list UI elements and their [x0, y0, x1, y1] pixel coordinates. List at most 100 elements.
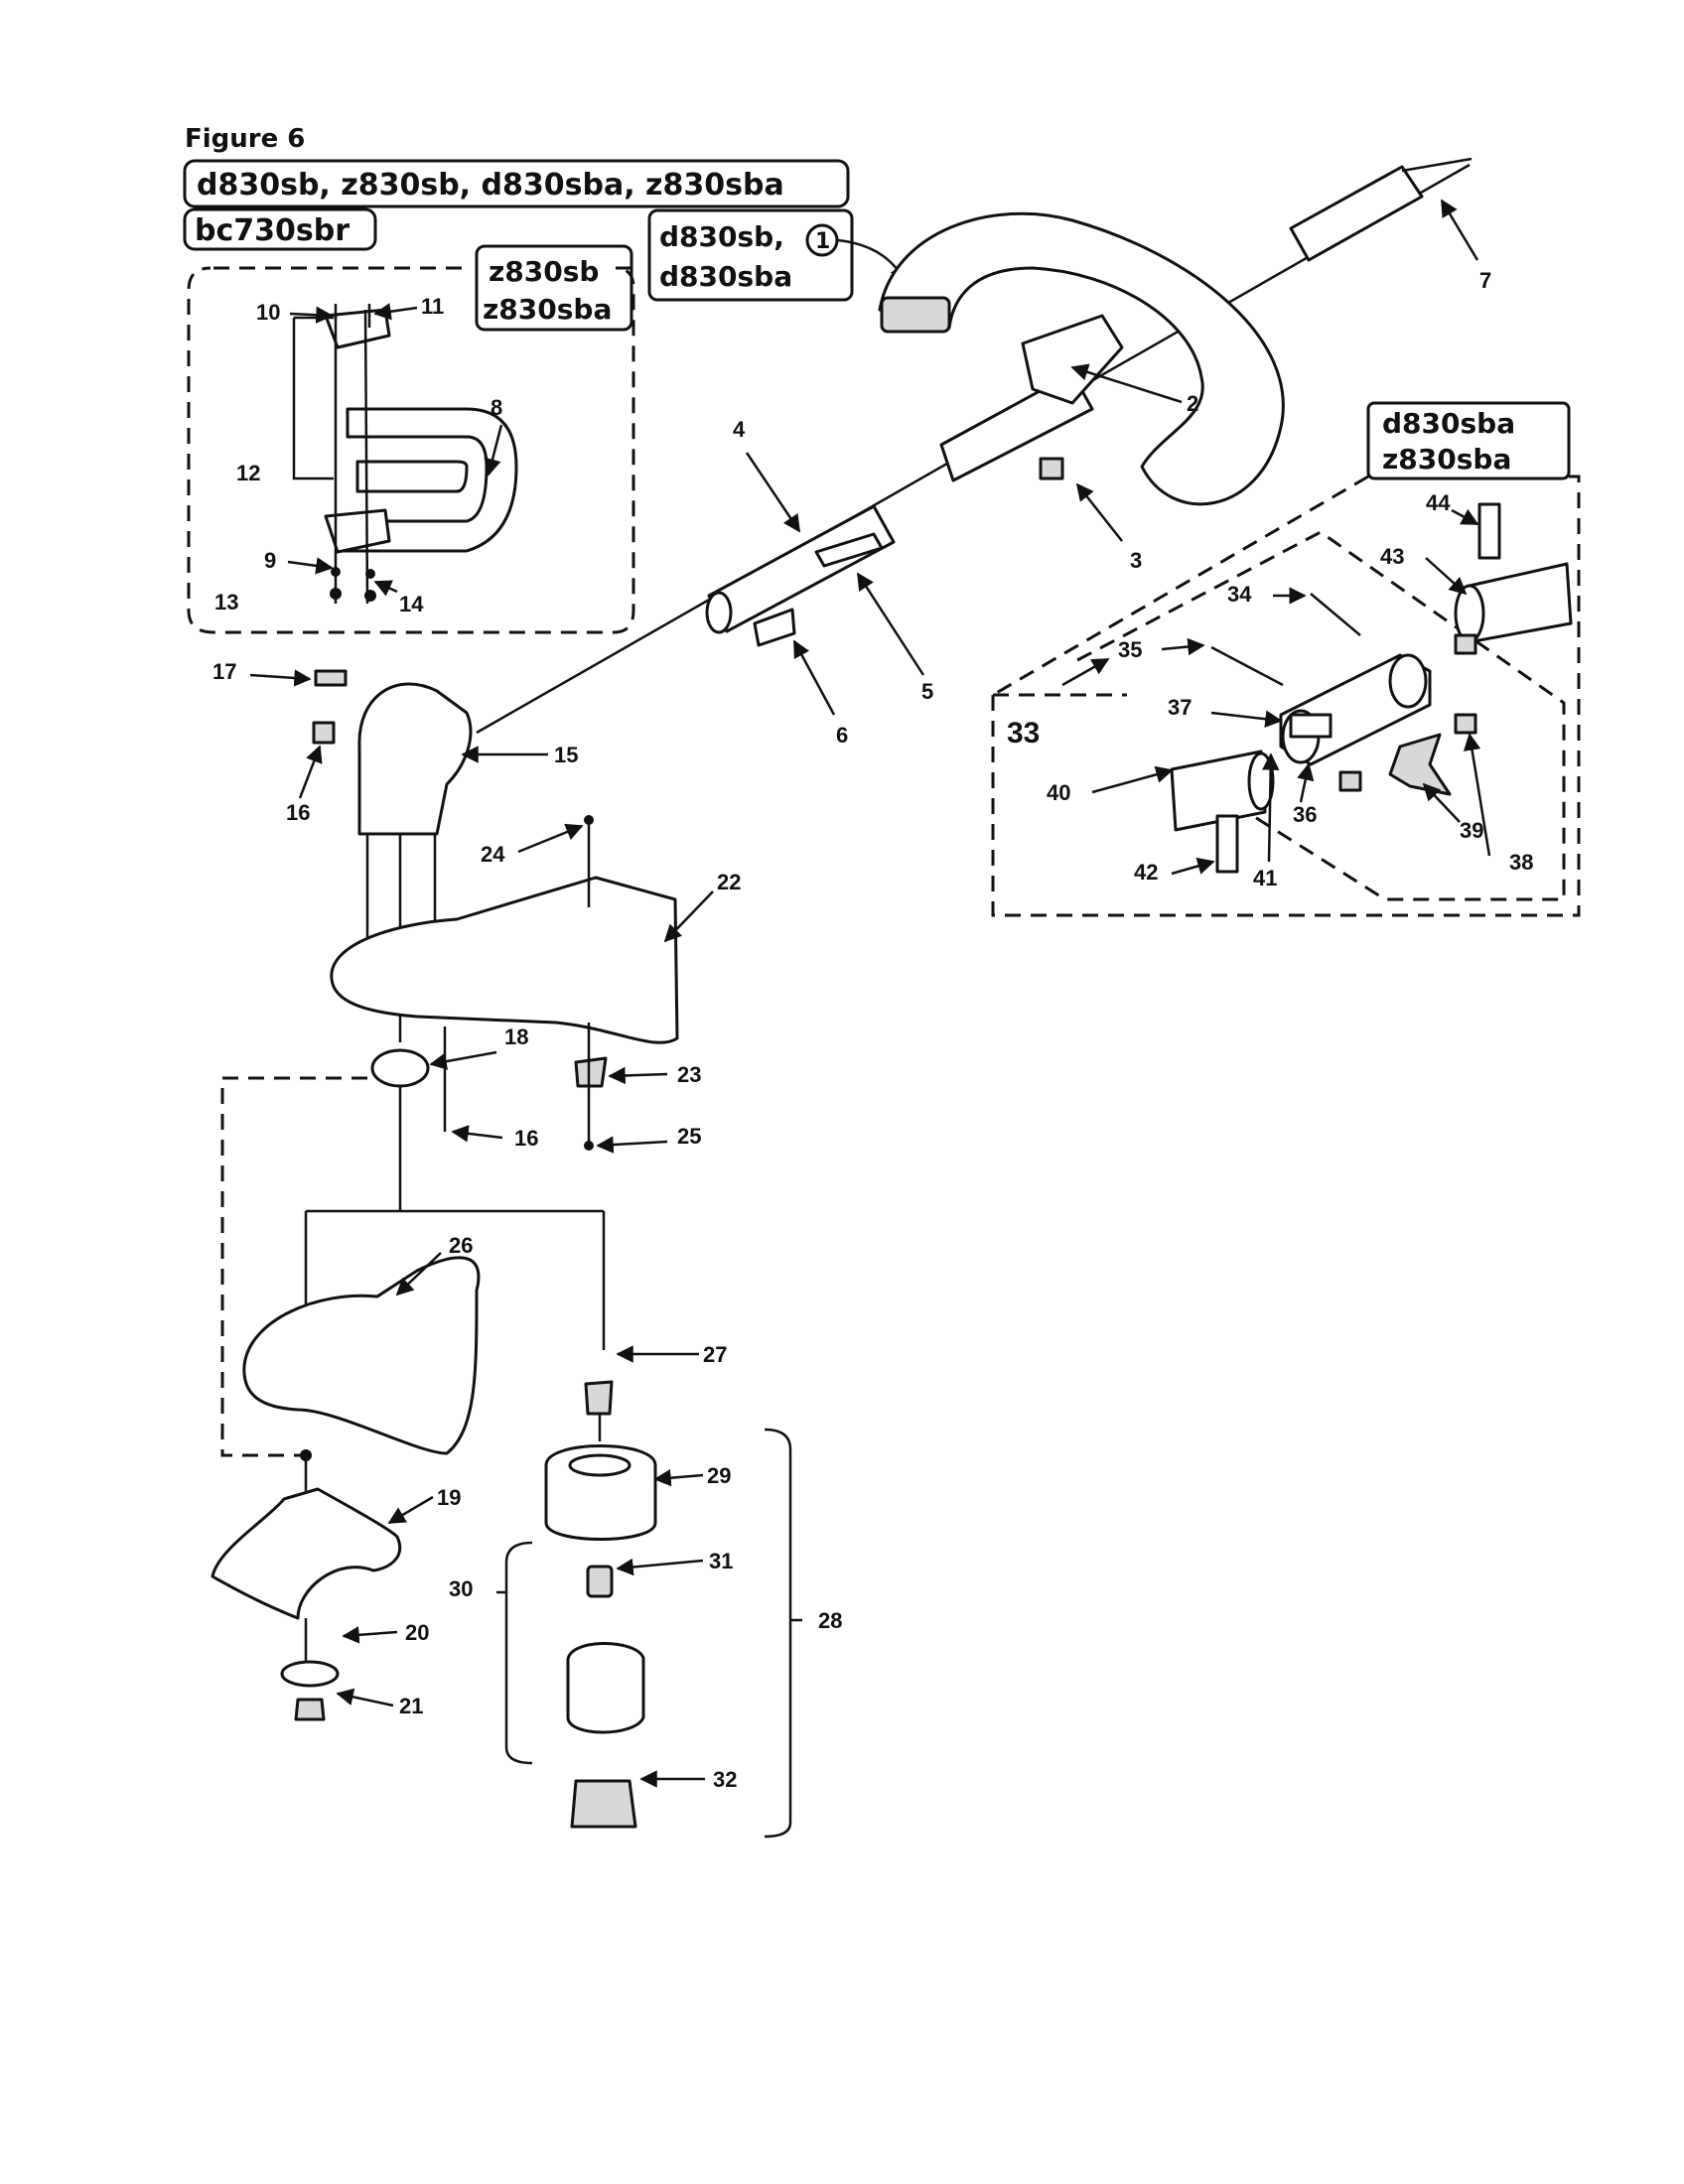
knob-39	[1388, 733, 1452, 796]
part-number-20: 20	[405, 1620, 429, 1645]
part-number-11: 11	[421, 294, 444, 319]
part-number-31: 31	[709, 1549, 733, 1573]
leader-26	[395, 1252, 442, 1297]
clamp-bottom	[324, 508, 391, 554]
nut-21	[294, 1698, 326, 1721]
bearing-18	[370, 1048, 430, 1088]
clamp-ring-right	[1388, 653, 1428, 709]
leader-37	[1210, 710, 1283, 728]
part-number-44: 44	[1426, 490, 1451, 515]
leader-39	[1422, 782, 1461, 823]
part-number-7: 7	[1479, 268, 1491, 293]
part-number-10: 10	[256, 300, 280, 325]
part-number-34: 34	[1227, 582, 1252, 607]
part-number-16: 16	[286, 800, 310, 825]
part-number-15: 15	[554, 743, 578, 767]
shield-22	[330, 876, 679, 1044]
handle-models-box	[647, 208, 854, 302]
part-number-37: 37	[1168, 695, 1192, 720]
inset-left-models-box	[475, 244, 633, 332]
screw-17	[314, 669, 348, 687]
tube-part-40	[1170, 750, 1267, 832]
screw-16-top	[312, 721, 336, 745]
models-box-2	[183, 207, 377, 251]
leader-10	[289, 306, 334, 324]
leader-29	[653, 1468, 704, 1487]
part-number-3: 3	[1130, 548, 1142, 573]
nut-38a	[1454, 633, 1477, 655]
leader-23	[608, 1066, 668, 1085]
part-number-22: 22	[717, 870, 741, 894]
leader-44	[1451, 508, 1479, 526]
washer-14	[365, 569, 375, 579]
circled-number	[805, 223, 839, 257]
label-44	[1477, 502, 1501, 560]
part-number-25: 25	[677, 1124, 701, 1149]
handle-models-line2: d830sba	[659, 260, 792, 293]
shaft-segment-mid	[939, 371, 1094, 482]
part-number-4: 4	[733, 417, 746, 442]
part-number-23: 23	[677, 1062, 701, 1087]
blade-kit-border	[220, 1076, 367, 1457]
leader-38	[1463, 733, 1491, 857]
inset-left-line2: z830sba	[483, 293, 612, 326]
part-number-5: 5	[921, 679, 933, 704]
leader-6	[792, 639, 836, 716]
leader-16	[298, 745, 323, 799]
leader-9	[287, 557, 334, 575]
bracket-30	[496, 1541, 533, 1765]
inset-right-border	[991, 475, 1581, 917]
leader-22	[663, 890, 714, 943]
leader-25	[596, 1136, 668, 1154]
shaft-tube-end-4	[705, 591, 733, 634]
part-number-32: 32	[713, 1767, 737, 1792]
part-number-14: 14	[399, 592, 424, 616]
part-number-39: 39	[1460, 818, 1483, 843]
part-number-36: 36	[1293, 802, 1317, 827]
part-number-6: 6	[836, 723, 848, 748]
clip-23	[574, 1056, 608, 1088]
clamp-2	[1021, 314, 1124, 405]
bracket-12	[292, 316, 334, 480]
leader-16	[451, 1125, 503, 1143]
part-number-43: 43	[1380, 544, 1404, 569]
part-number-9: 9	[264, 548, 276, 573]
tube-line-right	[363, 309, 369, 605]
leader-17	[249, 669, 312, 687]
cup-20	[280, 1660, 340, 1688]
handle-models-line1: d830sb,	[659, 220, 784, 253]
leader-41	[1261, 752, 1280, 863]
leader-11	[373, 303, 418, 321]
part-number-38: 38	[1509, 850, 1533, 875]
nut-3	[1039, 457, 1064, 480]
leader-36	[1297, 762, 1315, 803]
part-number-12: 12	[236, 461, 260, 485]
leader-8	[484, 424, 503, 477]
part-number-17: 17	[212, 659, 236, 684]
leader-19	[387, 1495, 434, 1525]
clamp-block-37	[1289, 713, 1333, 739]
inset-right-models-box	[1366, 401, 1571, 480]
leader-40	[1091, 765, 1174, 794]
leader-21	[336, 1688, 394, 1707]
leader-5	[856, 572, 925, 676]
leader-7	[1440, 199, 1479, 261]
part-number-33: 33	[1007, 717, 1040, 750]
part-number-40: 40	[1047, 780, 1070, 805]
leader-31	[616, 1558, 704, 1576]
bracket-28	[764, 1428, 802, 1839]
blade-19	[210, 1487, 401, 1620]
part-number-26: 26	[449, 1233, 473, 1258]
part-number-2: 2	[1187, 391, 1198, 416]
part-number-18: 18	[504, 1024, 528, 1049]
leader-4	[745, 452, 801, 533]
models-box-1	[183, 159, 850, 208]
part-number-30: 30	[449, 1576, 473, 1601]
nut-38c	[1338, 770, 1362, 792]
part-number-21: 21	[399, 1694, 423, 1718]
inset-right-line1: d830sba	[1382, 407, 1515, 440]
leader-35	[1161, 637, 1205, 656]
models-line2: bc730sbr	[195, 213, 350, 248]
leader-33	[1061, 657, 1110, 687]
